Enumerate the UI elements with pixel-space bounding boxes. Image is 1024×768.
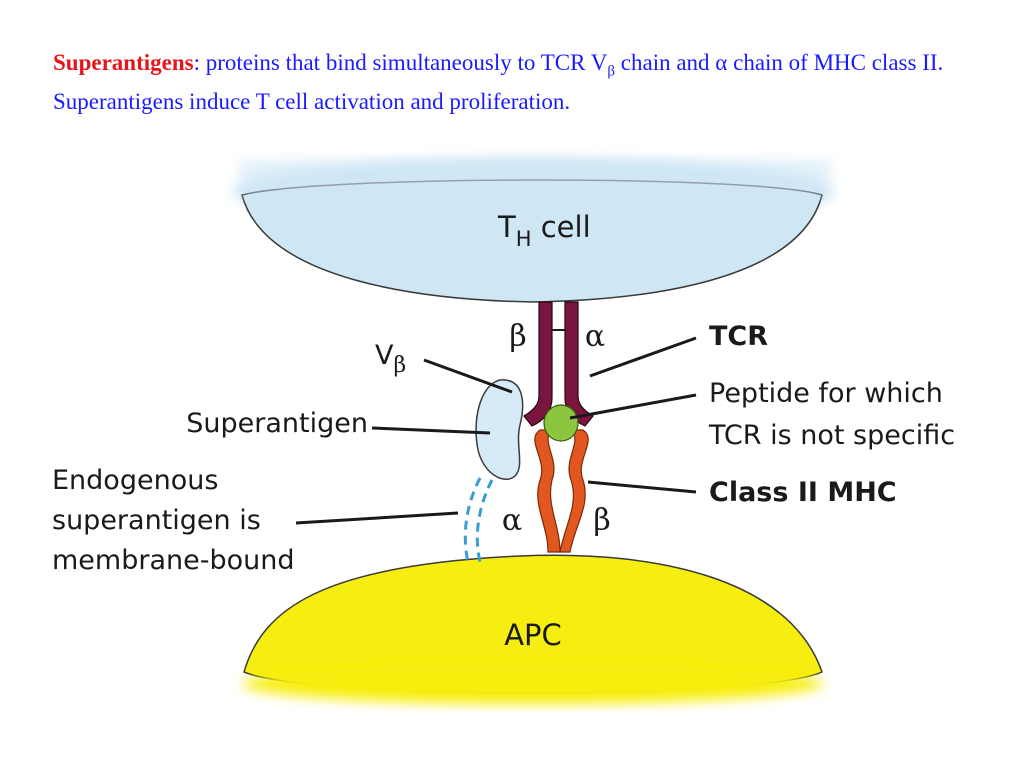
caption: Superantigens: proteins that bind simult… [53,48,1013,116]
membrane-anchor [463,477,494,563]
caption-alpha: α [715,50,728,75]
caption-text-a: : proteins that bind simultaneously to T… [193,50,608,75]
peptide [543,404,579,442]
leader-peptide [569,393,697,420]
anchor-line-left [463,477,482,563]
endogenous-line-2: superantigen is [52,505,261,536]
tcr-beta-label: β [509,319,526,354]
anchor-line-right [475,479,494,563]
caption-term: Superantigens [53,50,194,75]
leader-vbeta [423,358,513,394]
superantigen [475,379,524,480]
peptide-line-1: Peptide for which [709,378,943,409]
superantigen-label: Superantigen [186,408,368,439]
leader-lines [295,336,697,525]
vbeta-label: Vβ [375,340,406,378]
endogenous-line-3: membrane-bound [52,545,295,576]
tcr-alpha-label: α [585,319,605,354]
th-cell-label: TH cell [497,210,591,251]
apc-cell: APC [243,554,823,704]
mhc-alpha-chain [534,429,561,553]
mhc-beta-label: β [593,503,610,538]
leader-mhc [587,480,697,494]
th-cell-top-fade [240,160,830,196]
leader-superantigen [371,426,491,435]
leader-endogenous [295,511,459,525]
class-ii-mhc-label: Class II MHC [709,477,897,508]
endogenous-line-1: Endogenous [52,465,218,496]
caption-sub-beta: β [607,63,616,80]
caption-text-b: chain and [615,50,716,75]
apc-label: APC [504,618,562,652]
apc-glow [243,664,823,704]
caption-text-c: chain of MHC class II. Superantigens ind… [53,50,944,114]
mhc-alpha-label: α [502,503,522,538]
th-cell: TH cell [233,158,833,303]
class-ii-mhc [534,429,589,553]
mhc-beta-chain [559,429,589,553]
tcr-beta-chain [523,301,553,427]
peptide-line-2: TCR is not specific [708,420,955,451]
tcr-label: TCR [709,321,768,352]
leader-tcr [589,336,697,378]
